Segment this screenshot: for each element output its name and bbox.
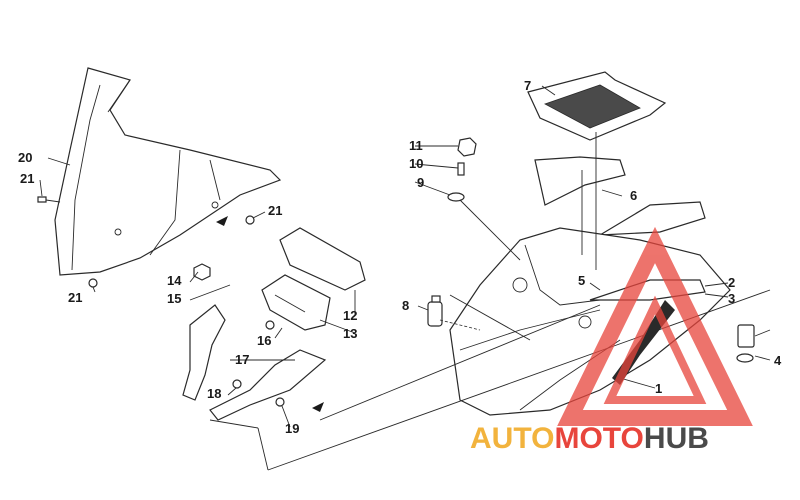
callout-11: 11 — [409, 138, 423, 153]
callout-7: 7 — [524, 78, 531, 93]
callout-12: 12 — [343, 308, 357, 323]
direction-arrow — [216, 216, 228, 226]
watermark-inner-triangle — [603, 295, 707, 404]
callout-8: 8 — [402, 298, 409, 313]
callout-4: 4 — [774, 353, 782, 368]
callout-6: 6 — [630, 188, 637, 203]
socket-assembly — [736, 324, 755, 363]
callout-21-right: 21 — [268, 203, 282, 218]
mesh-grille — [527, 71, 667, 141]
callout-18: 18 — [207, 386, 221, 401]
callout-2: 2 — [728, 275, 735, 290]
direction-arrow — [312, 402, 324, 412]
fastener-stack — [447, 137, 477, 202]
callout-19: 19 — [285, 421, 299, 436]
callout-10: 10 — [409, 156, 423, 171]
callout-21-lower: 21 — [68, 290, 82, 305]
callout-14: 14 — [167, 273, 182, 288]
watermark — [557, 226, 753, 426]
callout-labels: 1 2 3 4 5 6 7 8 9 10 11 12 13 14 15 16 1… — [18, 78, 782, 436]
callout-15: 15 — [167, 291, 181, 306]
callout-5: 5 — [578, 273, 585, 288]
callout-3: 3 — [728, 291, 735, 306]
side-lens-covers — [534, 156, 706, 236]
windshield — [54, 67, 282, 276]
callout-17: 17 — [235, 352, 249, 367]
callout-20: 20 — [18, 150, 32, 165]
screw-fasteners — [37, 196, 255, 288]
nut — [193, 263, 211, 281]
callout-1: 1 — [655, 381, 662, 396]
watermark-logo: AUTOMOTOHUB — [470, 422, 709, 455]
callout-13: 13 — [343, 326, 357, 341]
callout-21-upper-left: 21 — [20, 171, 34, 186]
instrument-module — [261, 227, 366, 331]
callout-9: 9 — [417, 175, 424, 190]
callout-16: 16 — [257, 333, 271, 348]
connector — [427, 295, 443, 327]
mounting-bracket — [182, 304, 327, 421]
watermark-triangle — [557, 226, 753, 426]
